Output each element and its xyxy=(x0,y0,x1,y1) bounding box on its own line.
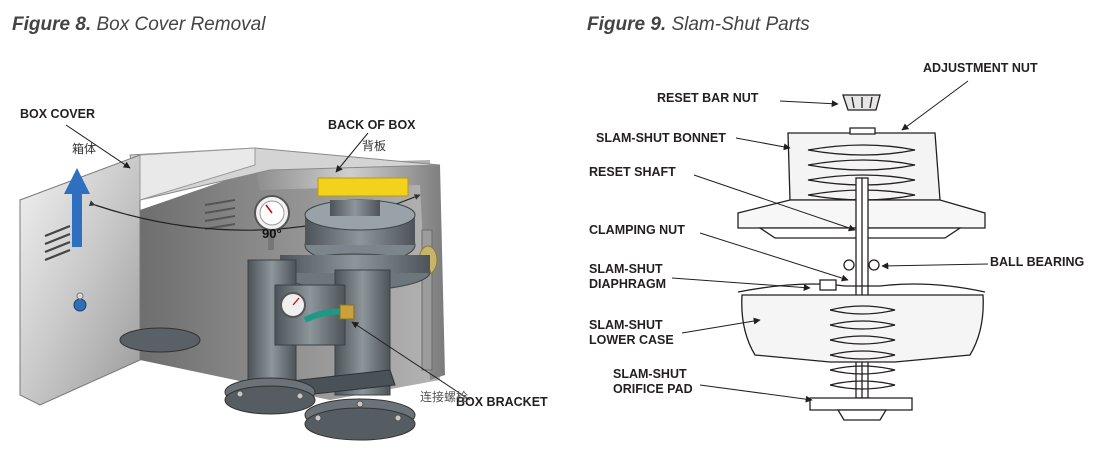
label-reset-shaft: RESET SHAFT xyxy=(589,165,676,179)
label-orifice-pad-line2: ORIFICE PAD xyxy=(613,382,693,396)
lower-spring xyxy=(829,305,896,390)
slam-shut-orifice-pad xyxy=(809,397,913,411)
figure-9-number: Figure 9. xyxy=(587,14,667,35)
pressure-gauge xyxy=(254,195,290,250)
box-cover-panel xyxy=(19,154,141,406)
figure-9-caption: Slam-Shut Parts xyxy=(671,14,810,35)
ball-bearing-right xyxy=(868,259,880,271)
figure-8-caption: Box Cover Removal xyxy=(96,14,266,35)
label-back-of-box: BACK OF BOX xyxy=(328,118,416,132)
label-clamping-nut: CLAMPING NUT xyxy=(589,223,685,237)
label-cn-bracket: 连接螺栓 xyxy=(420,390,469,404)
label-ball-bearing: BALL BEARING xyxy=(990,255,1085,269)
figure-8-title: Figure 8. Box Cover Removal xyxy=(12,14,265,36)
lift-arrow-icon xyxy=(64,168,90,247)
label-lower-case-line2: LOWER CASE xyxy=(589,333,674,347)
label-box-cover: BOX COVER xyxy=(20,107,96,121)
label-reset-bar-nut: RESET BAR NUT xyxy=(657,91,759,105)
label-cn-box: 箱体 xyxy=(72,142,97,156)
label-box-bracket: BOX BRACKET xyxy=(456,395,548,409)
label-diaphragm-line1: SLAM-SHUT xyxy=(589,262,663,276)
cover-vents xyxy=(44,224,71,262)
box-side-wall xyxy=(255,162,445,380)
figure-9-title: Figure 9. Slam-Shut Parts xyxy=(587,14,810,36)
label-adjustment-nut: ADJUSTMENT NUT xyxy=(923,61,1038,75)
slam-shut-diaphragm xyxy=(737,283,986,293)
label-orifice-pad-line1: SLAM-SHUT xyxy=(613,367,687,381)
label-orifice-pad: SLAM-SHUT ORIFICE PAD xyxy=(613,367,693,397)
label-lower-case: SLAM-SHUT LOWER CASE xyxy=(589,318,674,348)
label-diaphragm: SLAM-SHUT DIAPHRAGM xyxy=(589,262,666,292)
label-slam-shut-bonnet: SLAM-SHUT BONNET xyxy=(596,131,726,145)
label-angle: 90° xyxy=(262,226,282,241)
ball-bearing-left xyxy=(843,259,855,271)
label-diaphragm-line2: DIAPHRAGM xyxy=(589,277,667,291)
figure-8-number: Figure 8. xyxy=(12,14,92,35)
label-lower-case-line1: SLAM-SHUT xyxy=(589,318,663,332)
regulator-assembly xyxy=(119,199,431,441)
label-cn-back: 背板 xyxy=(362,139,387,153)
